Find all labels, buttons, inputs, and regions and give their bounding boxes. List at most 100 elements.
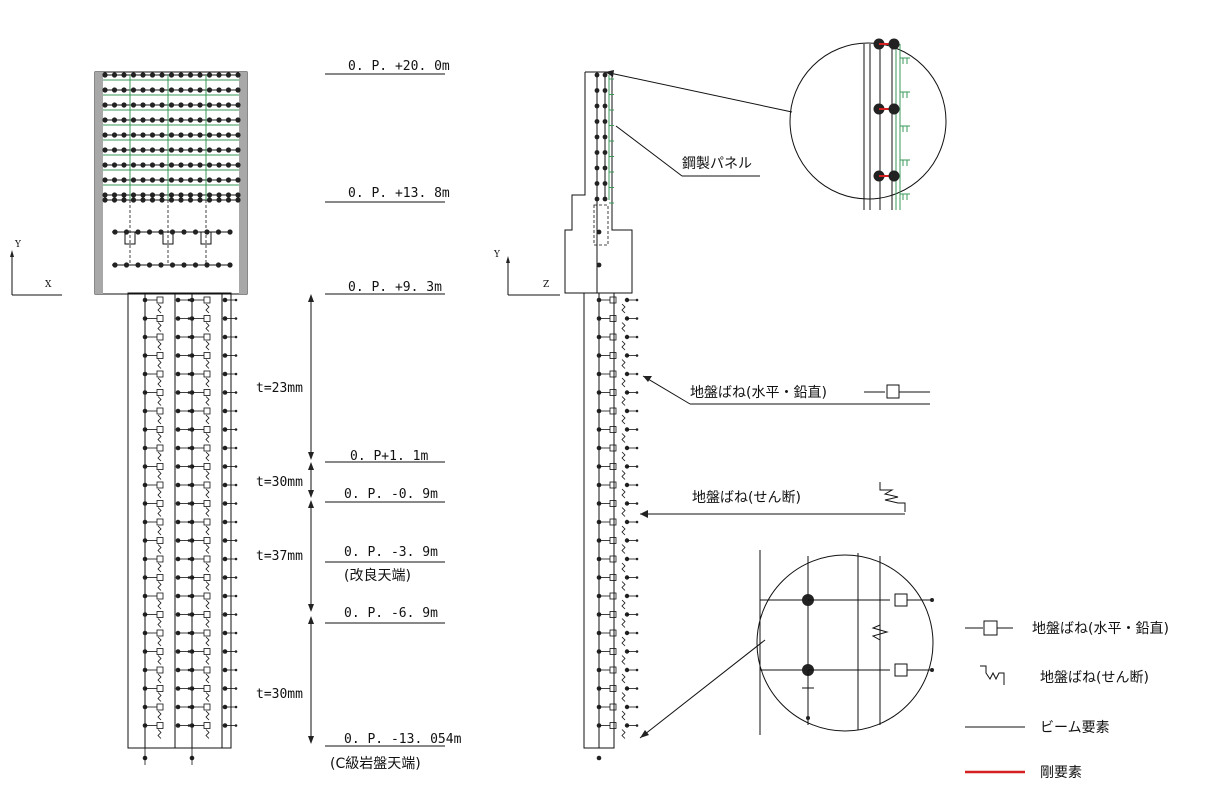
spring-box: [203, 703, 211, 711]
anchor-dot: [187, 576, 191, 579]
spring-box: [609, 555, 617, 563]
spring-box: [156, 592, 164, 600]
shear-spring: [621, 488, 626, 499]
level-opm69: 0. P. -6. 9m: [344, 606, 438, 621]
shear-spring: [621, 396, 626, 406]
node: [197, 197, 203, 203]
node: [216, 102, 222, 108]
node: [121, 177, 127, 183]
node: [111, 72, 118, 78]
node: [225, 102, 232, 108]
node: [197, 147, 203, 153]
node: [130, 147, 137, 153]
pile-body: [127, 292, 232, 749]
node: [216, 87, 222, 93]
left-wall-hatch: [95, 72, 103, 294]
node: [135, 262, 141, 268]
node: [159, 177, 165, 183]
side-node: [594, 150, 600, 155]
spring-box: [203, 352, 211, 359]
node: [159, 162, 165, 168]
node: [102, 192, 108, 198]
node: [225, 87, 232, 93]
shear-spring: [205, 470, 210, 480]
shear-spring: [157, 636, 162, 647]
mag-node: [888, 103, 900, 115]
anchor-dot: [187, 391, 191, 394]
anchor-dot: [187, 446, 191, 450]
spring-box: [609, 407, 617, 415]
node: [216, 72, 222, 78]
spring-box: [156, 407, 164, 415]
shear-spring: [205, 729, 210, 739]
node: [112, 262, 118, 268]
shear-spring: [157, 303, 162, 314]
node: [168, 117, 175, 123]
spring-box: [203, 481, 211, 489]
spring-box: [609, 611, 617, 618]
node: [206, 72, 213, 78]
callout-arrows: [604, 70, 930, 739]
shear-spring: [157, 544, 162, 554]
node: [168, 192, 175, 198]
spring-box: [609, 703, 617, 711]
spring-box: [203, 537, 211, 544]
node: [181, 229, 187, 235]
node: [178, 132, 184, 138]
node: [159, 72, 165, 78]
anchor-dot: [187, 502, 191, 505]
node: [102, 87, 108, 93]
spring-box: [609, 592, 617, 600]
shear-spring: [621, 729, 626, 739]
node: [235, 102, 241, 108]
shear-spring: [621, 673, 626, 684]
node: [149, 87, 156, 93]
spring-box: [156, 296, 164, 304]
node: [197, 72, 203, 78]
shear-spring: [621, 692, 626, 702]
spring-box: [203, 685, 211, 692]
shear-spring: [205, 433, 210, 443]
side-node: [602, 196, 608, 202]
level-op11: 0. P+1. 1m: [350, 449, 428, 464]
anchor-dot: [187, 724, 191, 727]
axis-right: Y Z: [493, 250, 560, 296]
thickness-3: t=37mm: [256, 549, 303, 564]
spring-box: [156, 481, 164, 489]
node: [111, 147, 118, 153]
shear-spring: [205, 303, 210, 314]
side-node: [602, 103, 608, 109]
spring-box: [156, 315, 164, 322]
anchor-dot: [234, 557, 238, 561]
anchor-dot: [635, 298, 639, 302]
node: [235, 162, 241, 168]
level-opm13-note: (C級岩盤天端): [330, 756, 421, 772]
level-op20: 0. P. +20. 0m: [348, 59, 450, 74]
shear-spring: [621, 340, 626, 351]
node: [149, 72, 156, 78]
axis-left-x: X: [45, 280, 52, 290]
node: [215, 262, 222, 268]
node: [215, 229, 222, 235]
anchor-dot: [187, 409, 191, 413]
shear-spring: [205, 396, 210, 406]
shear-spring: [157, 414, 162, 425]
spring-box: [609, 444, 617, 452]
anchor-dot: [635, 631, 639, 635]
shear-spring: [621, 507, 626, 517]
shear-spring: [205, 618, 210, 628]
shear-spring: [621, 470, 626, 480]
spring-box: [156, 611, 164, 618]
node: [235, 72, 241, 78]
side-node: [594, 72, 600, 78]
anchor-dot: [187, 428, 191, 431]
side-node: [594, 134, 600, 140]
anchor-dot: [234, 372, 238, 376]
spring-box: [203, 444, 211, 452]
spring-box: [609, 574, 617, 581]
spring-box: [609, 333, 617, 341]
shear-spring: [205, 488, 210, 499]
anchor-dot: [187, 557, 191, 561]
base-spring: [596, 755, 602, 761]
